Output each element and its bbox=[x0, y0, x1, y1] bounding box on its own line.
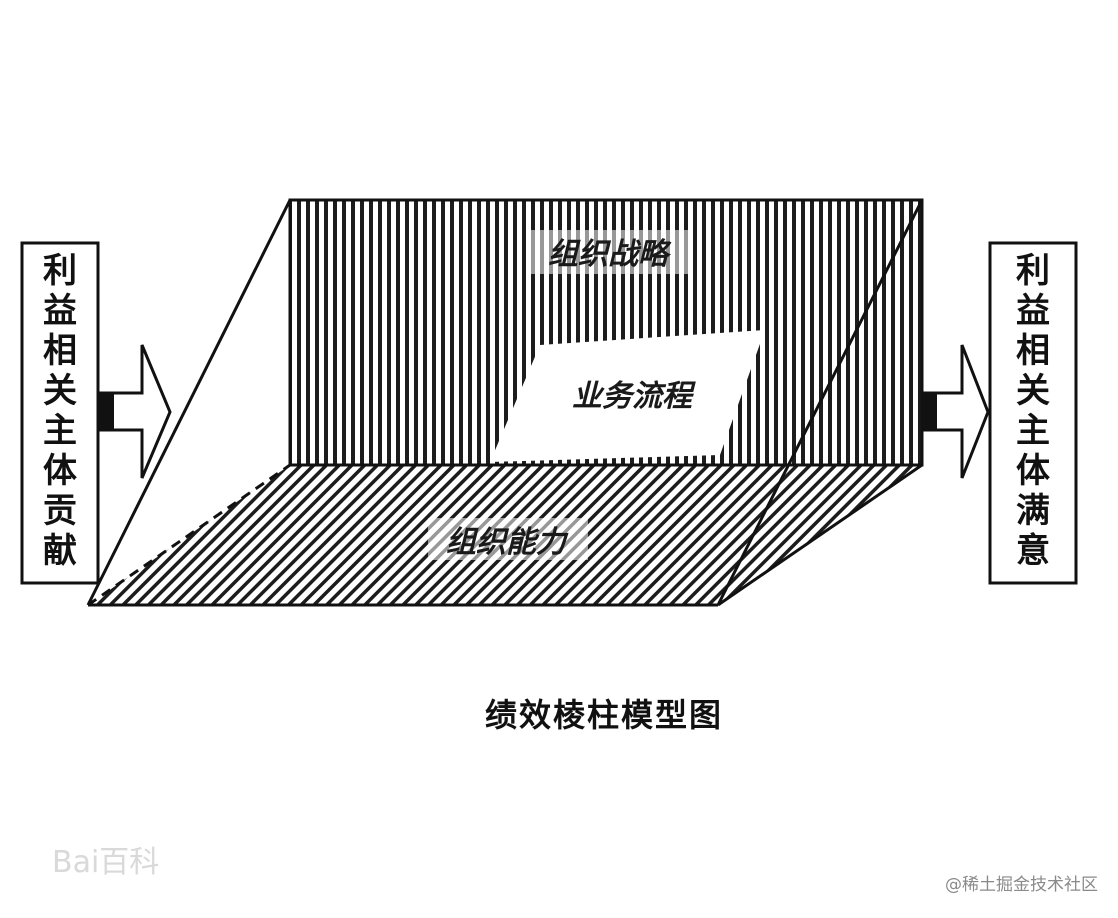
left-char: 主 bbox=[43, 411, 77, 451]
right-char: 利 bbox=[1016, 251, 1050, 291]
left-box-text: 利 益 相 关 主 体 贡 献 bbox=[43, 251, 77, 571]
back-face-label-bg bbox=[530, 230, 690, 274]
right-char: 意 bbox=[1016, 531, 1050, 571]
right-char: 满 bbox=[1016, 491, 1050, 531]
left-stakeholder-box bbox=[20, 241, 100, 585]
left-char: 益 bbox=[43, 291, 77, 331]
right-box-text: 利 益 相 关 主 体 满 意 bbox=[1016, 251, 1050, 571]
left-char: 关 bbox=[43, 371, 77, 411]
right-char: 主 bbox=[1016, 411, 1050, 451]
right-stakeholder-box bbox=[988, 241, 1078, 585]
left-char: 利 bbox=[43, 251, 77, 291]
process-label: 业务流程 bbox=[572, 379, 696, 414]
left-char: 相 bbox=[43, 331, 77, 371]
right-char: 益 bbox=[1016, 291, 1050, 331]
right-char: 相 bbox=[1016, 331, 1050, 371]
watermark-juejin: @稀土掘金技术社区 bbox=[945, 875, 1098, 895]
prism-edges bbox=[86, 199, 924, 607]
left-char: 贡 bbox=[43, 491, 77, 531]
right-arrow bbox=[922, 344, 990, 479]
watermark-baidu: Bai百科 bbox=[52, 845, 159, 880]
right-char: 体 bbox=[1016, 451, 1050, 491]
diagram-caption: 绩效棱柱模型图 bbox=[485, 696, 723, 734]
right-char: 关 bbox=[1016, 371, 1050, 411]
back-face-label: 组织战略 bbox=[548, 237, 672, 272]
process-panel bbox=[490, 330, 765, 462]
left-char: 献 bbox=[43, 531, 77, 571]
left-char: 体 bbox=[43, 451, 77, 491]
left-arrow bbox=[98, 344, 172, 479]
floor-label: 组织能力 bbox=[446, 525, 569, 560]
floor-label-bg bbox=[428, 518, 588, 560]
